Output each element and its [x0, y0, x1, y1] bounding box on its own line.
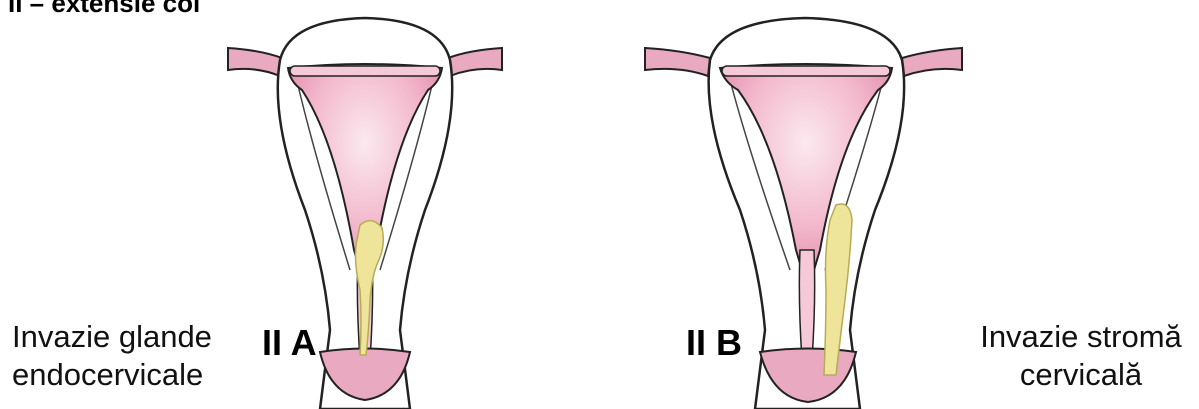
- cervical-canal: [799, 250, 814, 360]
- caption-a: Invazie glande endocervicale: [12, 318, 212, 394]
- right-tube: [902, 48, 962, 76]
- figure-title: II – extensie col: [8, 0, 200, 19]
- caption-b-line-1: Invazie stromă: [970, 318, 1192, 356]
- caption-a-line-2: endocervicale: [12, 356, 212, 394]
- left-tube: [645, 48, 710, 76]
- right-tube: [448, 48, 502, 76]
- caption-a-line-1: Invazie glande: [12, 318, 212, 356]
- caption-b-line-2: cervicală: [970, 356, 1192, 394]
- caption-b: Invazie stromă cervicală: [970, 318, 1192, 394]
- stage-label-a: II A: [262, 322, 317, 364]
- stage-label-b: II B: [686, 322, 742, 364]
- uterus-diagram-a: [200, 0, 530, 409]
- left-tube: [228, 48, 282, 76]
